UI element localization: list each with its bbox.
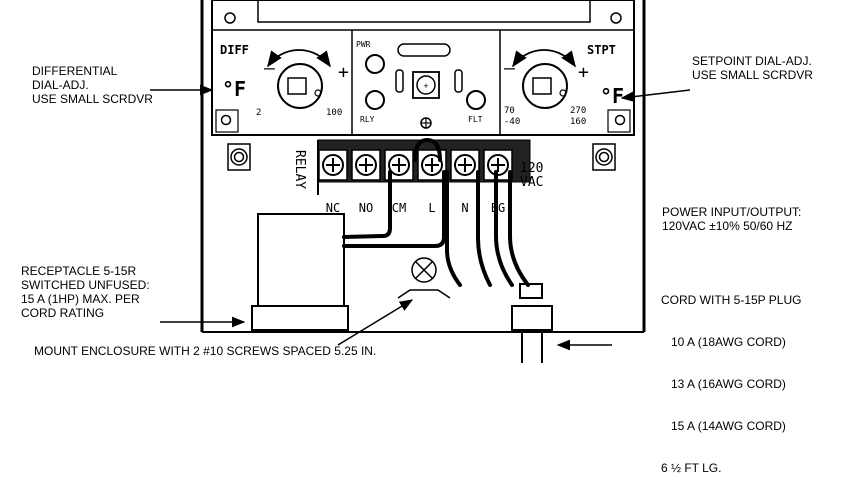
diff-title: DIFF (220, 43, 249, 57)
terminal-screw-slot-nc (326, 158, 340, 172)
setpoint-callout: SETPOINT DIAL-ADJ. USE SMALL SCRDVR (692, 54, 813, 82)
enclosure (200, 0, 646, 332)
led-rly-label: RLY (360, 115, 375, 124)
stpt-minus: – (504, 58, 515, 79)
cord-title: CORD WITH 5-15P PLUG (661, 293, 802, 307)
terminal-screw-slot-l (425, 158, 439, 172)
diff-plus: + (338, 62, 349, 83)
voltage-top: 120 (520, 161, 543, 176)
diff-units: °F (222, 77, 246, 101)
cord-length: 6 ½ FT LG. (661, 461, 722, 475)
terminal-screws (318, 149, 513, 181)
diff-dial[interactable] (267, 49, 331, 109)
terminal-label-no: NO (359, 201, 373, 215)
differential-callout: DIFFERENTIAL DIAL-ADJ. USE SMALL SCRDVR (32, 64, 153, 106)
stpt-plus: + (578, 62, 589, 83)
terminal-label-nc: NC (326, 201, 340, 215)
stpt-units: °F (600, 84, 624, 108)
voltage-bottom: VAC (520, 175, 543, 190)
led-board (365, 43, 486, 129)
terminal-screw-slot-eg (491, 158, 505, 172)
terminal-screw-slot-cm (392, 158, 406, 172)
stpt-title: STPT (587, 43, 616, 57)
stpt-dial[interactable] (512, 49, 576, 109)
terminal-label-eg: EG (491, 201, 505, 215)
receptacle-callout: RECEPTACLE 5-15R SWITCHED UNFUSED: 15 A … (21, 264, 150, 320)
stpt-max-f: 270 (570, 106, 586, 116)
terminal-screw-slot-n (458, 158, 472, 172)
stpt-max-c: 160 (570, 117, 586, 127)
pushbutton-icon[interactable]: + (423, 81, 428, 91)
cord-callout: CORD WITH 5-15P PLUG 10 A (18AWG CORD) 1… (661, 265, 801, 489)
cord-rating-10a: 10 A (18AWG CORD) (671, 335, 786, 349)
led-pwr-label: PWR (356, 40, 371, 49)
stpt-min-f: 70 (504, 106, 515, 116)
stpt-min-c: -40 (504, 117, 520, 127)
mounting-screws (227, 143, 616, 171)
relay-label: RELAY (292, 150, 307, 189)
terminal-label-n: N (461, 201, 468, 215)
ground-stud-icon (397, 257, 451, 299)
led-flt-label: FLT (468, 115, 483, 124)
cord-strain-relief (511, 283, 553, 363)
control-panel (211, 0, 635, 136)
svg-text:+: + (423, 81, 428, 91)
terminal-label-l: L (428, 201, 435, 215)
diff-max: 100 (326, 108, 342, 118)
relay-box (251, 213, 349, 331)
diff-minus: – (264, 58, 275, 79)
cord-rating-13a: 13 A (16AWG CORD) (671, 377, 786, 391)
callout-arrows (150, 84, 691, 351)
terminal-label-cm: CM (392, 201, 406, 215)
mount-callout: MOUNT ENCLOSURE WITH 2 #10 SCREWS SPACED… (34, 344, 377, 358)
terminal-labels: NC NO CM L N EG (326, 201, 505, 215)
power-callout: POWER INPUT/OUTPUT: 120VAC ±10% 50/60 HZ (662, 205, 802, 233)
terminal-screw-slot-no (359, 158, 373, 172)
wiring-diagram: + (150, 0, 691, 363)
wiring (342, 137, 530, 287)
cord-rating-15a: 15 A (14AWG CORD) (671, 419, 786, 433)
diff-min: 2 (256, 108, 261, 118)
